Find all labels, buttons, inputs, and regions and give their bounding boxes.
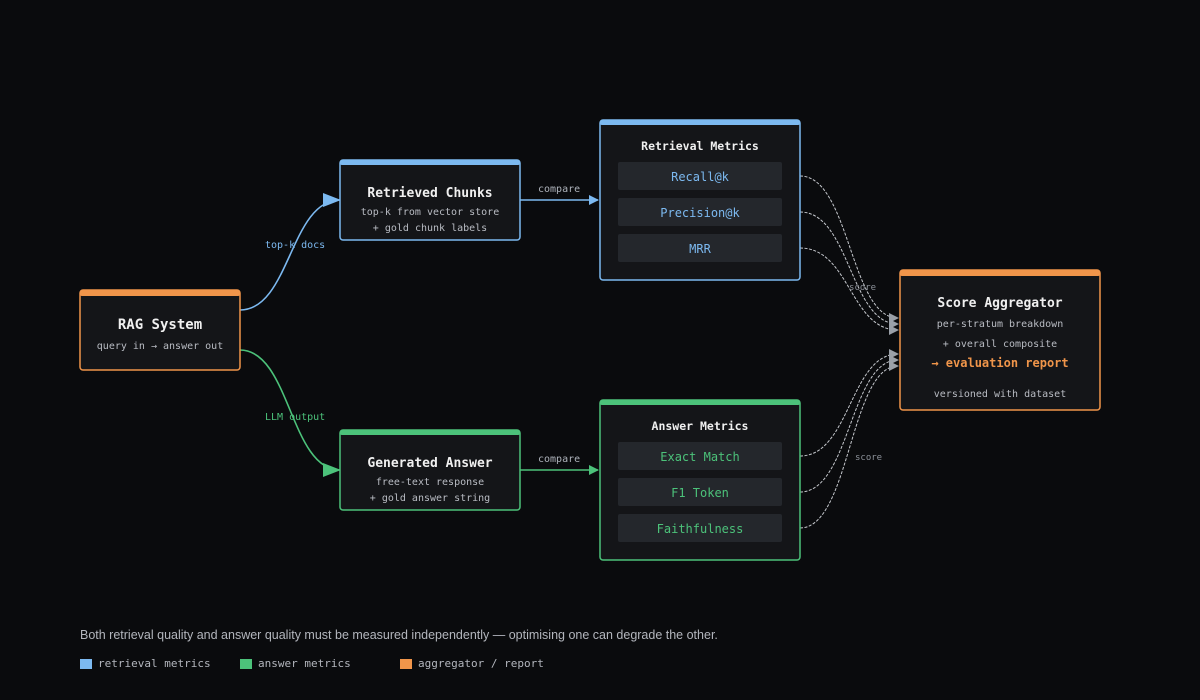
retrieval-metrics-title: Retrieval Metrics: [641, 139, 759, 153]
edge-faithfulness-to-aggregator: [799, 361, 899, 529]
edge-rag-to-answer: [239, 349, 341, 477]
node-answer-metrics: Answer Metrics Exact Match F1 Token Fait…: [599, 399, 801, 561]
answer-title: Generated Answer: [367, 456, 492, 471]
rag-subtitle: query in → answer out: [97, 341, 223, 352]
metric-exact-match: Exact Match: [660, 450, 739, 464]
metric-pill-recall: [618, 162, 782, 190]
node-generated-answer: Generated Answer free-text response + go…: [339, 429, 521, 511]
chunks-subtitle-2: + gold chunk labels: [373, 223, 487, 234]
edge-rag-to-chunks: [239, 193, 341, 311]
node-rag-system: RAG System query in → answer out: [79, 289, 241, 371]
metric-pill-precision: [618, 198, 782, 226]
rag-title: RAG System: [118, 317, 202, 333]
answer-subtitle-2: + gold answer string: [370, 493, 490, 504]
legend: retrieval metrics answer metrics aggrega…: [0, 657, 1200, 671]
metric-pill-exact-match: [618, 442, 782, 470]
node-score-aggregator: Score Aggregator per-stratum breakdown +…: [899, 269, 1101, 411]
metric-recall: Recall@k: [671, 170, 730, 184]
chunks-subtitle-1: top-k from vector store: [361, 207, 499, 218]
chunks-title: Retrieved Chunks: [367, 186, 492, 201]
legend-swatch-answer: [240, 658, 252, 669]
legend-label-retrieval: retrieval metrics: [98, 657, 211, 670]
metric-pill-faithfulness: [618, 514, 782, 542]
legend-label-answer: answer metrics: [258, 657, 351, 670]
answer-metrics-title: Answer Metrics: [652, 419, 749, 433]
metric-pill-mrr: [618, 234, 782, 262]
edge-precision-to-aggregator: [799, 211, 899, 329]
legend-item-retrieval: retrieval metrics: [80, 657, 211, 670]
metric-f1-token: F1 Token: [671, 486, 729, 500]
aggregator-title: Score Aggregator: [937, 296, 1062, 311]
edge-recall-to-aggregator: [799, 175, 899, 323]
metric-faithfulness: Faithfulness: [657, 522, 744, 536]
edge-f1-to-aggregator: [799, 355, 899, 493]
metric-mrr: MRR: [689, 242, 711, 256]
edge-exact-match-to-aggregator: [799, 349, 899, 457]
edge-mrr-to-aggregator: [799, 247, 899, 335]
edge-label-compare-retrieval: compare: [538, 184, 580, 195]
legend-item-answer: answer metrics: [240, 657, 351, 670]
aggregator-subtitle-3: versioned with dataset: [934, 389, 1066, 400]
edge-label-score-bottom: score: [855, 453, 882, 463]
caption: Both retrieval quality and answer qualit…: [80, 628, 718, 642]
legend-item-aggregator: aggregator / report: [400, 657, 544, 670]
edge-label-topk: top-k docs: [265, 240, 325, 251]
aggregator-subtitle-2: + overall composite: [943, 339, 1057, 350]
edge-label-llm: LLM output: [265, 412, 325, 423]
edge-label-score-top: score: [849, 283, 876, 293]
metric-precision: Precision@k: [660, 206, 740, 220]
answer-subtitle-1: free-text response: [376, 477, 484, 488]
aggregator-highlight: → evaluation report: [931, 356, 1068, 370]
edge-label-compare-answer: compare: [538, 454, 580, 465]
aggregator-subtitle-1: per-stratum breakdown: [937, 319, 1063, 330]
legend-swatch-aggregator: [400, 658, 412, 669]
legend-swatch-retrieval: [80, 658, 92, 669]
node-retrieved-chunks: Retrieved Chunks top-k from vector store…: [339, 159, 521, 241]
node-retrieval-metrics: Retrieval Metrics Recall@k Precision@k M…: [599, 119, 801, 281]
metric-pill-f1: [618, 478, 782, 506]
legend-label-aggregator: aggregator / report: [418, 657, 544, 670]
